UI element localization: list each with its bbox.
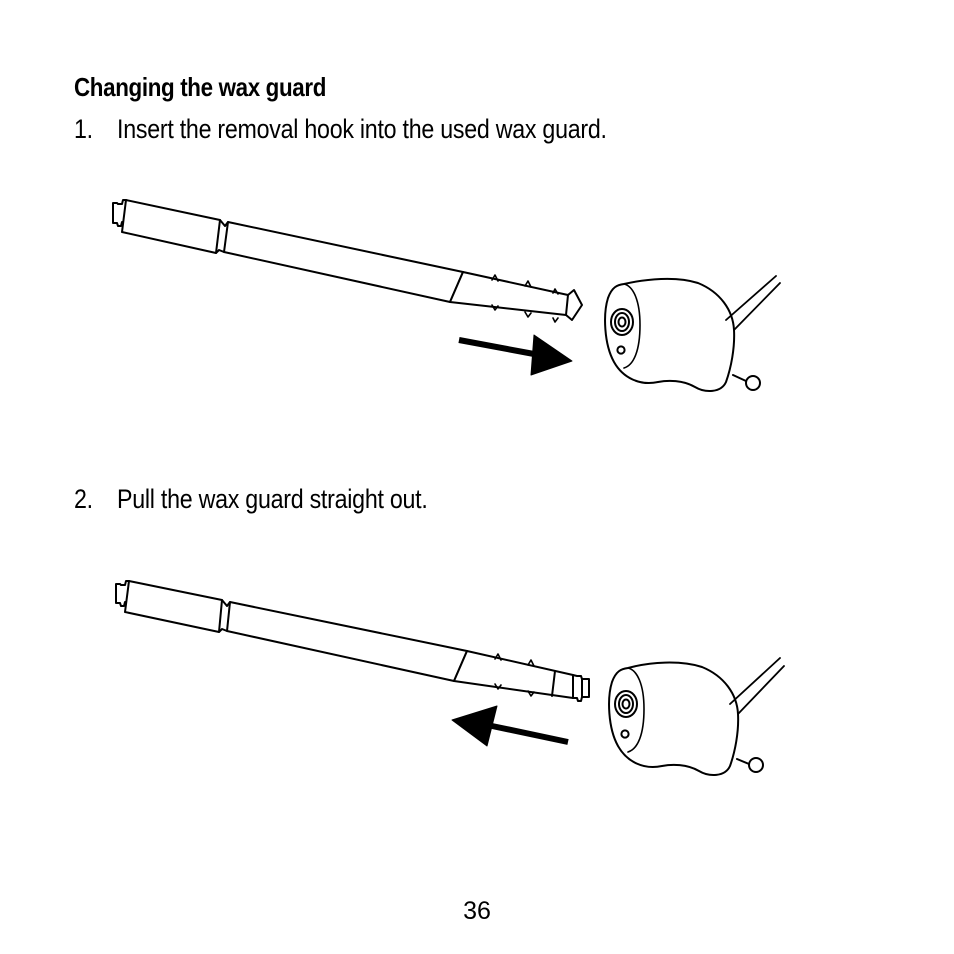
step-2-text: Pull the wax guard straight out. bbox=[117, 484, 428, 514]
removal-tool-2 bbox=[115, 580, 590, 702]
step-2-number: 2. bbox=[74, 484, 93, 514]
removal-tool-1 bbox=[112, 199, 583, 323]
step-2: 2. Pull the wax guard straight out. bbox=[74, 484, 428, 515]
step-1-text: Insert the removal hook into the used wa… bbox=[117, 114, 607, 144]
arrow-left-icon bbox=[451, 705, 569, 747]
insert-hook-illustration bbox=[112, 199, 781, 392]
pull-wax-guard-illustration bbox=[115, 580, 785, 776]
hearing-aid-receiver-1 bbox=[604, 275, 781, 392]
hearing-aid-receiver-2 bbox=[608, 657, 785, 776]
arrow-right-icon bbox=[458, 334, 573, 376]
section-heading: Changing the wax guard bbox=[74, 72, 327, 102]
step-1-number: 1. bbox=[74, 114, 93, 144]
step-1: 1. Insert the removal hook into the used … bbox=[74, 114, 607, 145]
page-number: 36 bbox=[463, 897, 491, 925]
